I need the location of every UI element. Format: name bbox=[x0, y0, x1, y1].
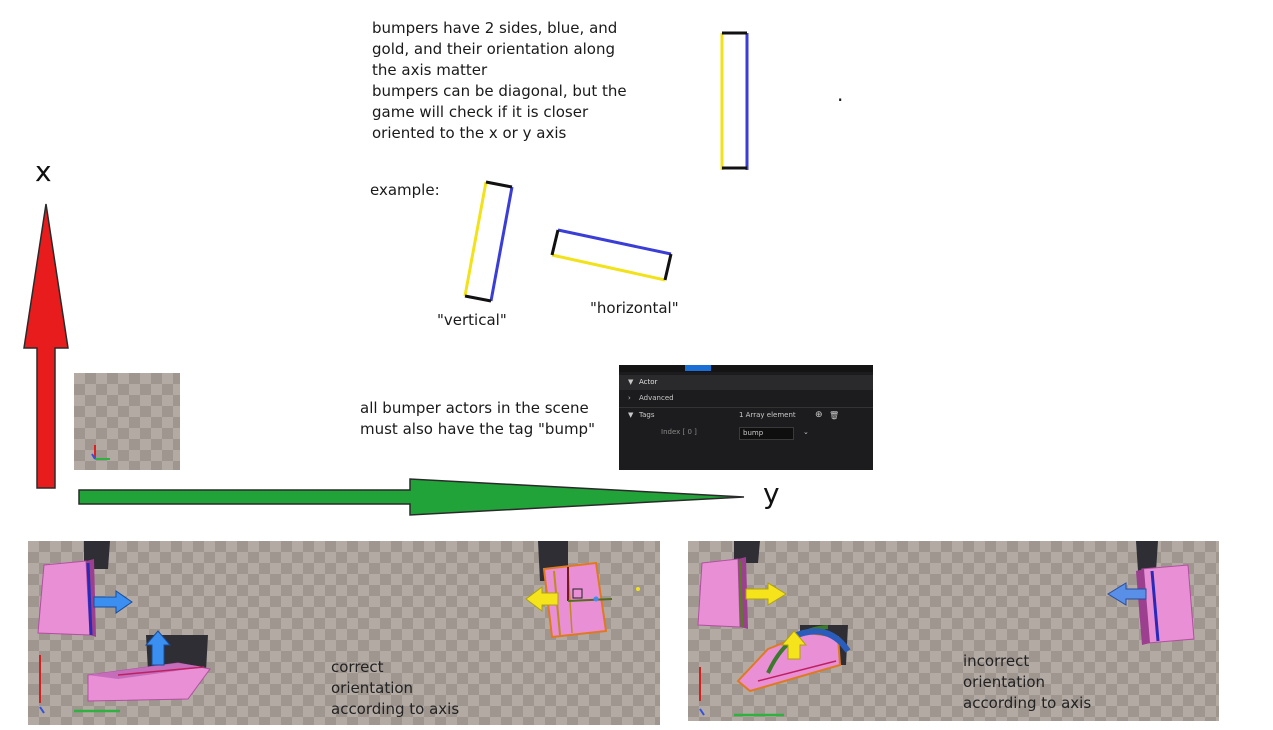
chevron-right-icon: › bbox=[628, 394, 631, 402]
panel-top-strip bbox=[619, 365, 873, 372]
viewport-thumbnail bbox=[74, 373, 180, 470]
chevron-down-icon[interactable]: ⌄ bbox=[803, 428, 809, 436]
tag-value-field[interactable]: bump bbox=[739, 427, 794, 440]
add-element-icon[interactable]: ⊕ bbox=[815, 410, 823, 420]
array-count-label: 1 Array element bbox=[739, 411, 796, 419]
vertical-caption: "vertical" bbox=[437, 311, 507, 329]
panel-row-tags[interactable]: ▼ Tags 1 Array element ⊕ 🗑 bbox=[619, 408, 873, 423]
correct-scene-drawing bbox=[37, 541, 640, 714]
trash-icon[interactable]: 🗑 bbox=[829, 411, 840, 420]
panel-divider bbox=[619, 407, 873, 408]
viewport-correct-orientation: correct orientation according to axis bbox=[28, 541, 660, 725]
example-label: example: bbox=[370, 181, 440, 199]
actor-section-label: Actor bbox=[639, 378, 658, 386]
stray-dot: . bbox=[837, 82, 844, 106]
incorrect-orientation-caption: incorrect orientation according to axis bbox=[963, 652, 1092, 712]
bumper-sides-note: bumpers have 2 sides, blue, and gold, an… bbox=[372, 19, 627, 142]
viewport-incorrect-orientation: incorrect orientation according to axis bbox=[688, 541, 1219, 721]
y-axis-arrow bbox=[78, 478, 745, 516]
y-axis-label: y bbox=[763, 477, 780, 510]
chevron-down-icon: ▼ bbox=[628, 378, 634, 386]
horizontal-caption: "horizontal" bbox=[590, 299, 679, 317]
index-label: Index [ 0 ] bbox=[661, 428, 697, 436]
bumper-vertical-example bbox=[463, 180, 514, 303]
panel-active-tab-indicator bbox=[685, 365, 711, 371]
chevron-down-icon: ▼ bbox=[628, 411, 634, 419]
x-axis-arrow bbox=[23, 203, 69, 489]
incorrect-scene-drawing bbox=[697, 541, 1195, 717]
x-axis-label: x bbox=[35, 155, 52, 188]
advanced-section-label: Advanced bbox=[639, 394, 674, 402]
details-panel-screenshot: ▼ Actor › Advanced ▼ Tags 1 Array elemen… bbox=[619, 365, 873, 470]
axis-gizmo-icon bbox=[91, 445, 110, 460]
correct-orientation-caption: correct orientation according to axis bbox=[331, 658, 460, 718]
panel-row-index: Index [ 0 ] bump ⌄ bbox=[635, 425, 873, 440]
tags-label: Tags bbox=[639, 411, 655, 419]
panel-row-actor[interactable]: ▼ Actor bbox=[619, 375, 873, 390]
panel-row-advanced[interactable]: › Advanced bbox=[619, 391, 873, 406]
tag-value-text: bump bbox=[743, 429, 764, 437]
tag-note: all bumper actors in the scene must also… bbox=[360, 399, 595, 438]
bumper-upright-example bbox=[720, 31, 749, 170]
bumper-horizontal-example bbox=[550, 228, 673, 282]
